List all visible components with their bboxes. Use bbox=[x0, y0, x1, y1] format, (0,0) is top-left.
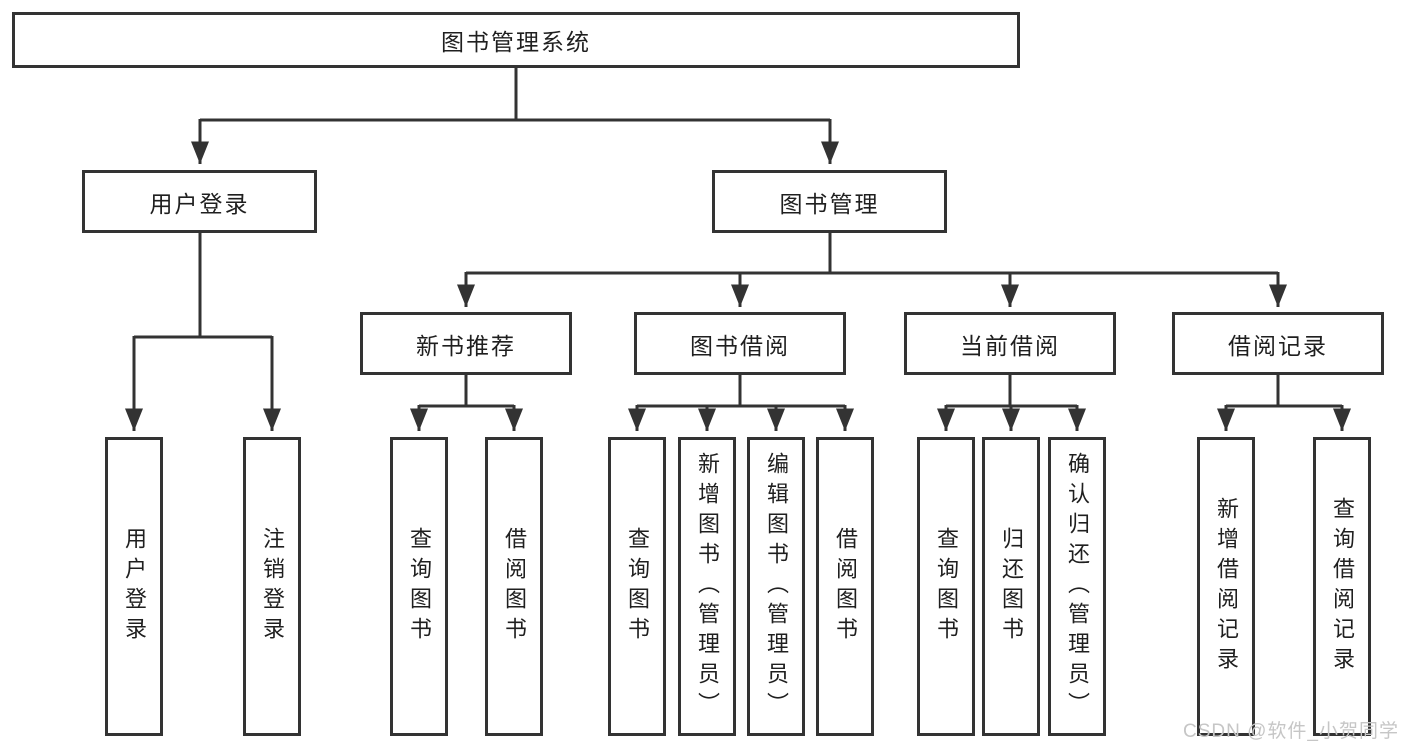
node-new-book-recommend: 新书推荐 bbox=[360, 312, 572, 375]
leaf-borrow-books: 借阅图书 bbox=[816, 437, 874, 736]
leaf-query-books-borrow: 查询图书 bbox=[608, 437, 666, 736]
leaf-logout: 注销登录 bbox=[243, 437, 301, 736]
leaf-return-books: 归还图书 bbox=[982, 437, 1040, 736]
leaf-confirm-return-admin: 确认归还（管理员） bbox=[1048, 437, 1106, 736]
leaf-query-borrow-record: 查询借阅记录 bbox=[1313, 437, 1371, 736]
leaf-query-books-current: 查询图书 bbox=[917, 437, 975, 736]
leaf-query-books-recommend: 查询图书 bbox=[390, 437, 448, 736]
leaf-user-login: 用户登录 bbox=[105, 437, 163, 736]
node-current-borrow: 当前借阅 bbox=[904, 312, 1116, 375]
watermark: CSDN @软件_小贺同学 bbox=[1183, 721, 1399, 742]
leaf-borrow-books-recommend: 借阅图书 bbox=[485, 437, 543, 736]
node-book-borrow: 图书借阅 bbox=[634, 312, 846, 375]
node-book-management: 图书管理 bbox=[712, 170, 947, 233]
leaf-edit-books-admin: 编辑图书（管理员） bbox=[747, 437, 805, 736]
leaf-add-borrow-record: 新增借阅记录 bbox=[1197, 437, 1255, 736]
node-root: 图书管理系统 bbox=[12, 12, 1020, 68]
node-user-login: 用户登录 bbox=[82, 170, 317, 233]
node-borrow-records: 借阅记录 bbox=[1172, 312, 1384, 375]
leaf-add-books-admin: 新增图书（管理员） bbox=[678, 437, 736, 736]
